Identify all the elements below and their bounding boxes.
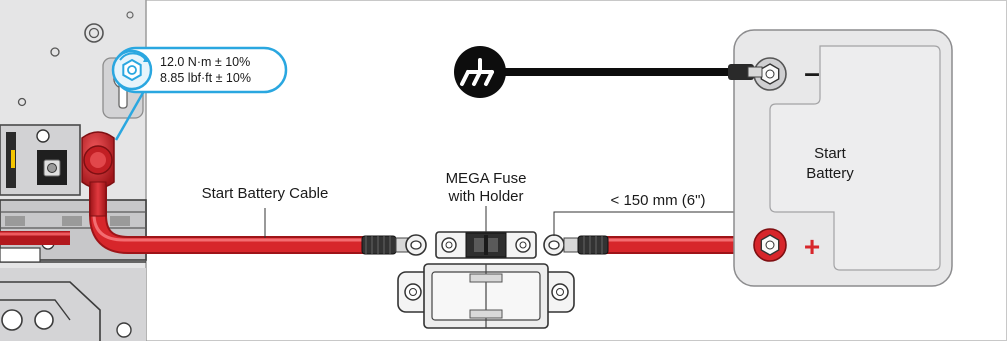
fuse-holder <box>397 263 575 329</box>
fuse-label-line2: with Holder <box>447 188 523 205</box>
fuse-assembly <box>361 231 609 329</box>
nut-torque-icon <box>119 52 150 82</box>
torque-lbf-label: 8.85 lbf·ft ± 10% <box>160 71 251 85</box>
ground-cable <box>454 46 763 98</box>
start-battery: Start Battery – + <box>733 29 953 287</box>
distance-label: < 150 mm (6") <box>611 192 706 209</box>
positive-terminal <box>753 228 787 262</box>
torque-nm-label: 12.0 N·m ± 10% <box>160 55 250 69</box>
mounting-hole <box>84 23 104 43</box>
battery-label-line1: Start <box>814 145 847 162</box>
fuse-label-line1: MEGA Fuse <box>446 170 527 187</box>
negative-sign: – <box>804 57 820 88</box>
positive-sign: + <box>804 231 820 262</box>
torque-callout: 12.0 N·m ± 10% 8.85 lbf·ft ± 10% <box>111 46 288 141</box>
cable-label: Start Battery Cable <box>202 185 329 202</box>
battery-label-line2: Battery <box>806 165 854 182</box>
terminal-boot <box>81 131 115 217</box>
